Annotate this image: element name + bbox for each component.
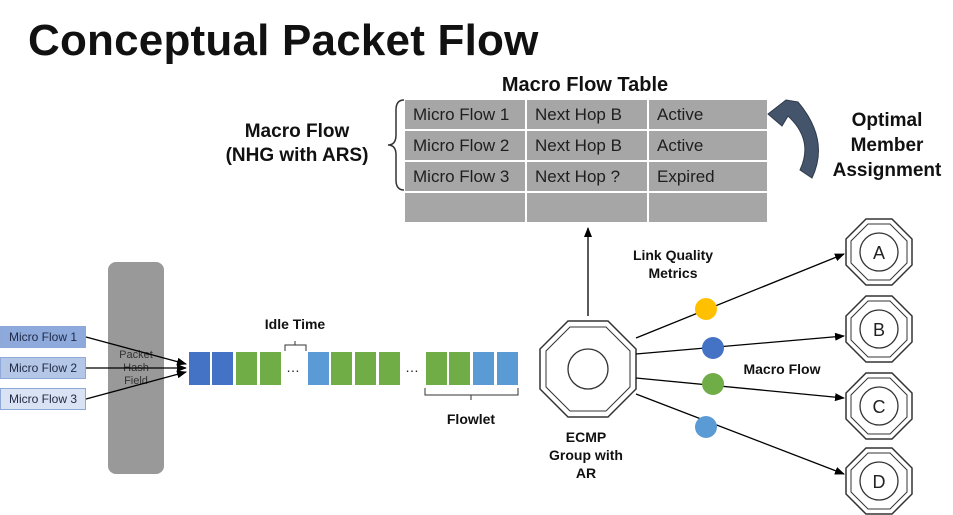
table-cell (405, 193, 527, 224)
macro-flow-label-line1: Macro Flow (244, 121, 350, 142)
next-hop-a-label: A (873, 243, 885, 263)
table-cell (527, 193, 649, 224)
ecmp-circle (567, 348, 609, 390)
micro-flow-2-box: Micro Flow 2 (0, 357, 86, 379)
packet-6 (331, 352, 352, 385)
packet-1 (189, 352, 210, 385)
packet-8 (379, 352, 400, 385)
micro-flow-3-arrow (85, 370, 187, 400)
oma-line2: Member (850, 135, 924, 156)
next-hop-a: A (845, 218, 913, 286)
next-hop-d-label: D (873, 472, 886, 492)
table-row: Micro Flow 1 Next Hop B Active (405, 100, 767, 131)
link-quality-dot-d (695, 416, 717, 438)
link-to-a (635, 253, 845, 339)
ellipsis-1: … (286, 359, 300, 375)
left-brace (387, 99, 405, 191)
oma-line3: Assignment (832, 160, 942, 181)
packet-9 (426, 352, 447, 385)
packet-stream (189, 352, 518, 385)
idle-time-label: Idle Time (264, 316, 326, 332)
packet-7 (355, 352, 376, 385)
next-hop-b: B (845, 295, 913, 363)
table-cell: Micro Flow 1 (405, 100, 527, 131)
macro-flow-label: Macro Flow (NHG with ARS) (222, 120, 372, 168)
table-cell: Active (649, 131, 767, 162)
table-row: Micro Flow 3 Next Hop ? Expired (405, 162, 767, 193)
packet-3 (236, 352, 257, 385)
table-cell: Expired (649, 162, 767, 193)
macro-flow-table: Micro Flow 1 Next Hop B Active Micro Flo… (405, 100, 767, 224)
page-title: Conceptual Packet Flow (28, 16, 539, 65)
packet-11 (473, 352, 494, 385)
link-quality-dot-b (702, 337, 724, 359)
table-cell: Micro Flow 3 (405, 162, 527, 193)
link-to-d (635, 393, 845, 475)
micro-flow-1-arrow (85, 336, 187, 366)
lqm-line1: Link Quality (632, 247, 714, 263)
ecmp-line1: ECMP (565, 429, 607, 445)
macro-flow-table-title: Macro Flow Table (501, 74, 669, 96)
hash-line1: Packet (119, 349, 153, 361)
next-hop-d: D (845, 447, 913, 515)
oma-line1: Optimal (851, 110, 923, 131)
optimal-member-assignment-label: Optimal Member Assignment (828, 108, 946, 183)
ecmp-group-label: ECMP Group with AR (540, 428, 632, 482)
packet-4 (260, 352, 281, 385)
link-to-b (635, 332, 845, 355)
ellipsis-2: … (405, 359, 419, 375)
table-cell: Next Hop B (527, 100, 649, 131)
next-hop-c: C (845, 372, 913, 440)
link-quality-dot-c (702, 373, 724, 395)
link-quality-dot-a (695, 298, 717, 320)
packet-10 (449, 352, 470, 385)
table-cell: Active (649, 100, 767, 131)
link-quality-metrics-label: Link Quality Metrics (618, 246, 728, 282)
next-hop-c-label: C (873, 397, 886, 417)
packet-12 (497, 352, 518, 385)
macro-flow-label-line2: (NHG with ARS) (225, 145, 369, 166)
ecmp-octagon-inner (545, 326, 631, 412)
table-cell: Next Hop B (527, 131, 649, 162)
table-cell: Next Hop ? (527, 162, 649, 193)
table-row: Micro Flow 2 Next Hop B Active (405, 131, 767, 162)
table-row (405, 193, 767, 224)
packet-2 (212, 352, 233, 385)
idle-time-bracket (284, 344, 307, 351)
table-cell: Micro Flow 2 (405, 131, 527, 162)
macro-flow-link-label: Macro Flow (743, 361, 821, 377)
table-cell (649, 193, 767, 224)
assignment-curved-arrow (767, 99, 819, 179)
ecmp-line2: Group with (549, 447, 623, 463)
next-hop-b-label: B (873, 320, 885, 340)
flowlet-label: Flowlet (446, 411, 496, 427)
link-to-c (635, 377, 845, 402)
ecmp-line3: AR (575, 465, 597, 481)
lqm-line2: Metrics (648, 265, 698, 281)
micro-flow-3-box: Micro Flow 3 (0, 388, 86, 410)
flowlet-bracket (424, 388, 519, 396)
micro-flow-1-box: Micro Flow 1 (0, 326, 86, 348)
packet-5 (308, 352, 329, 385)
